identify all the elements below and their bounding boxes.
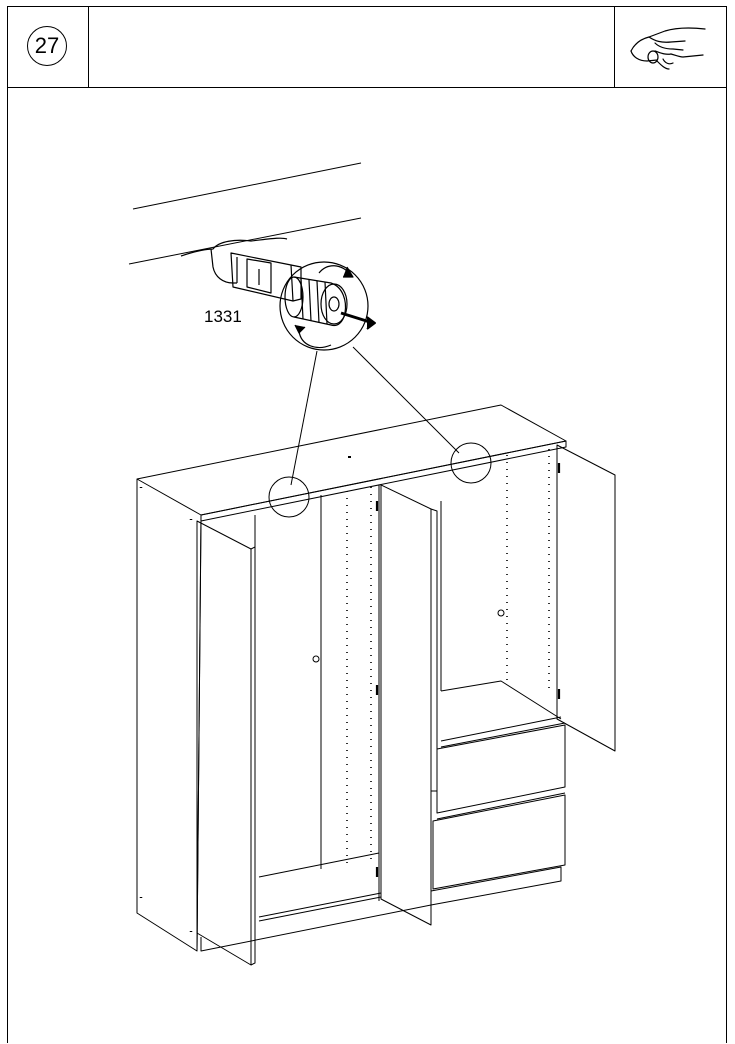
left-side-panel — [136, 479, 202, 952]
step-number: 27 — [27, 26, 67, 66]
instruction-page: 27 — [7, 6, 727, 1043]
drawer-top — [436, 724, 566, 814]
step-number-cell: 27 — [8, 7, 89, 87]
step-header: 27 — [8, 7, 726, 88]
callout-circle-left — [268, 476, 310, 518]
wardrobe-illustration — [128, 162, 616, 966]
plinth — [200, 866, 562, 952]
callout-circle-right — [450, 442, 492, 484]
detail-top-line-1 — [132, 162, 362, 210]
dowel-1331 — [279, 261, 376, 351]
part-number-label: 1331 — [204, 307, 242, 326]
leader-line-left — [290, 350, 318, 486]
hint-cell — [614, 7, 726, 87]
left-door — [196, 520, 252, 966]
right-door — [556, 444, 616, 752]
pointing-hand-icon — [630, 27, 706, 70]
drawer-bottom — [432, 794, 566, 890]
leader-line-right — [352, 346, 460, 454]
middle-door — [380, 484, 432, 926]
